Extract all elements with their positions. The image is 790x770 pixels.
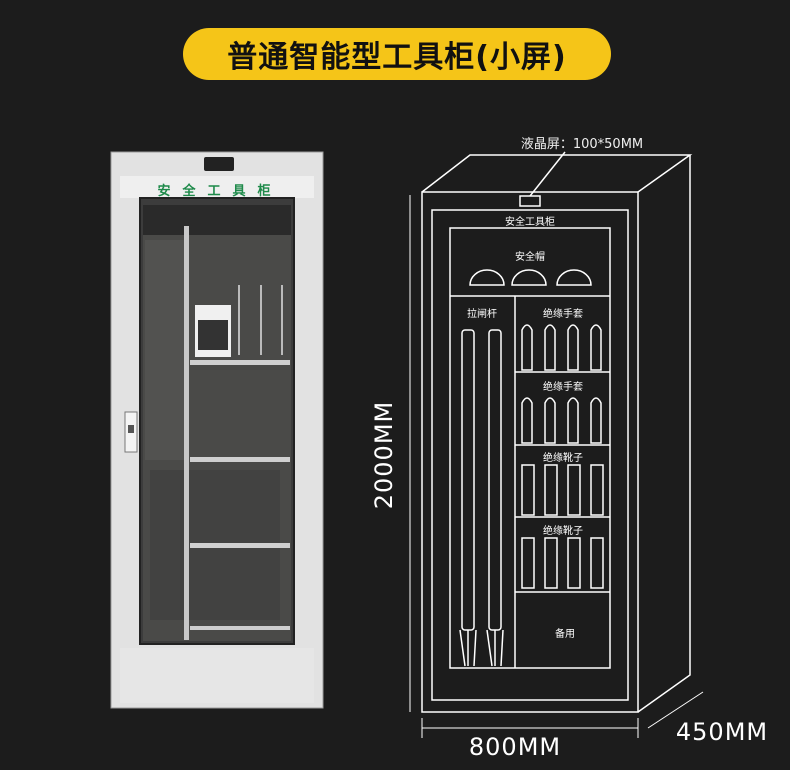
pole-1 [461, 329, 475, 631]
title-banner: 普通智能型工具柜(小屏) [183, 28, 611, 80]
page-title: 普通智能型工具柜(小屏) [227, 40, 567, 75]
helmet-icon [556, 269, 592, 286]
boot-icon [521, 537, 535, 589]
boot-icon [544, 537, 558, 589]
glove-icon [590, 397, 602, 444]
height-dimension: 2000MM [370, 400, 398, 510]
boot-icon [590, 537, 604, 589]
pole-label: 拉闸杆 [467, 309, 497, 320]
depth-dimension: 450MM [675, 718, 769, 746]
cabinet-label: 安全工具柜 [505, 217, 555, 228]
width-dimension: 800MM [468, 733, 562, 761]
glove-icon [521, 397, 533, 444]
gloves-label-1: 绝缘手套 [543, 309, 583, 320]
glove-icon [590, 324, 602, 371]
boot-icon [567, 537, 581, 589]
lcd-size-label: 液晶屏：100*50MM [520, 137, 644, 152]
pole-2 [488, 329, 502, 631]
boot-icon [590, 464, 604, 516]
glove-icon [521, 324, 533, 371]
boot-icon [521, 464, 535, 516]
boots-label-2: 绝缘靴子 [543, 526, 583, 537]
helmet-label: 安全帽 [515, 252, 545, 263]
boot-icon [544, 464, 558, 516]
boots-label-1: 绝缘靴子 [543, 453, 583, 464]
helmet-icon [469, 269, 505, 286]
cabinet-sign: 安全工具柜 [157, 184, 283, 199]
lcd-icon [519, 195, 541, 207]
helmet-icon [511, 269, 547, 286]
glove-icon [567, 397, 579, 444]
gloves-label-2: 绝缘手套 [543, 382, 583, 393]
glove-icon [544, 397, 556, 444]
glove-icon [567, 324, 579, 371]
spare-label: 备用 [555, 629, 575, 640]
lcd-screen [204, 157, 234, 171]
boot-icon [567, 464, 581, 516]
glove-icon [544, 324, 556, 371]
